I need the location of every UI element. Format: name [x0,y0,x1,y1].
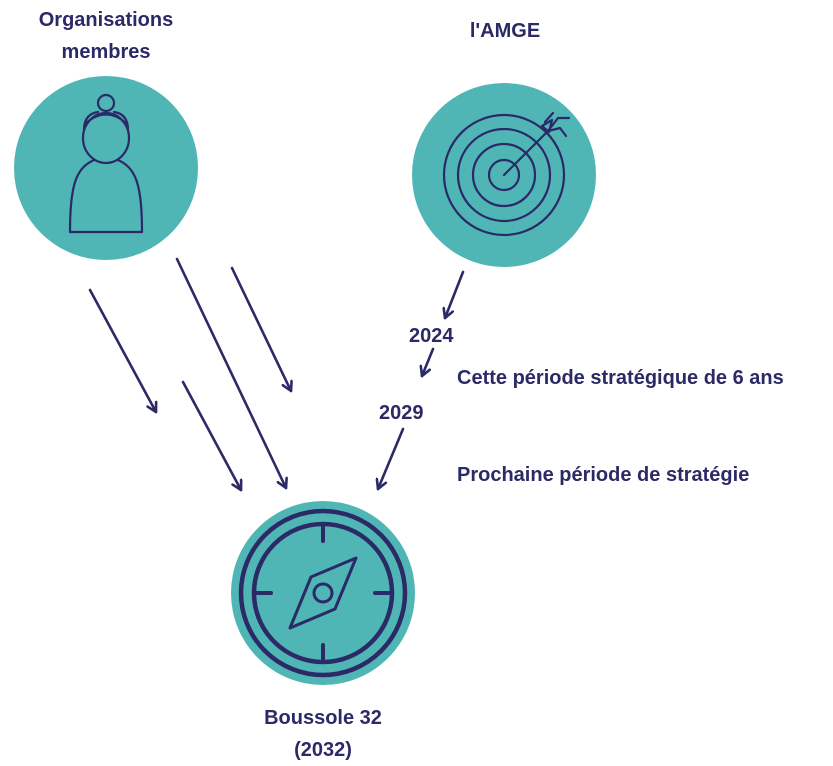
arrows-members [88,257,291,492]
compass-title-line1: Boussole 32 [264,707,382,729]
year-2024: 2024 [409,325,454,347]
arrow-2024-to-2029 [422,347,435,378]
arrow-members-4 [230,266,291,393]
next-period-label: Prochaine période de stratégie [457,464,750,486]
compass-circle [231,501,415,685]
arrow-members-1 [88,288,156,414]
members-title: Organisations membres [16,4,196,68]
members-circle [14,76,198,260]
year-2029: 2029 [379,402,424,424]
compass-title-line2: (2032) [294,739,352,761]
current-period-label: Cette période stratégique de 6 ans [457,367,784,389]
arrow-members-3 [175,257,286,490]
compass-icon [238,508,408,678]
arrows-timeline [378,270,465,491]
members-title-line1: Organisations [38,9,174,31]
amge-title: l'AMGE [469,20,541,42]
arrow-amge-to-2024 [445,270,465,320]
members-node [14,76,198,260]
compass-title: Boussole 32 (2032) [223,702,423,766]
target-icon [442,111,571,237]
members-title-line2: membres [61,41,151,63]
arrow-2029-to-compass [378,427,405,491]
compass-node [231,501,415,685]
arrow-members-2 [181,380,241,492]
person-icon [68,93,144,234]
amge-node [412,83,596,267]
